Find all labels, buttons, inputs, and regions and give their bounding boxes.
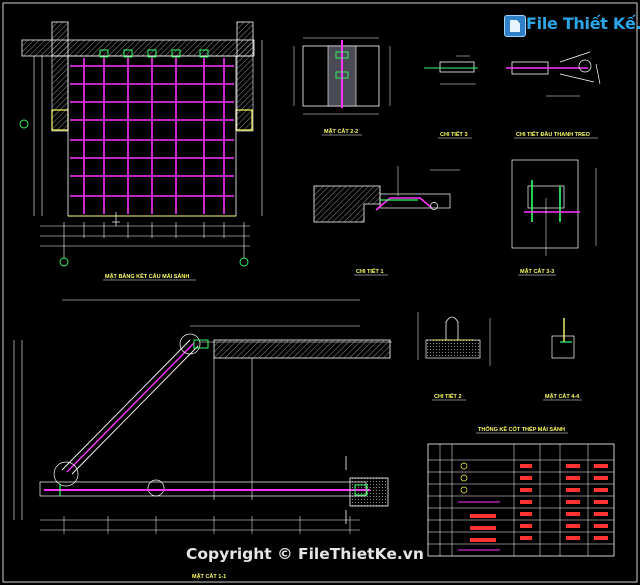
logo-text: File Thiết Kế.vn (526, 14, 640, 33)
detail-3-title: CHI TIẾT 3 (440, 131, 468, 138)
detail-2-title: CHI TIẾT 2 (434, 393, 462, 400)
detail-hanger-title: CHI TIẾT ĐẦU THANH TREO (516, 131, 591, 138)
detail-1-title: CHI TIẾT 1 (356, 268, 384, 275)
document-icon (504, 15, 526, 37)
plan-view: MẶT BẰNG KẾT CẤU MÁI SẢNH (19, 21, 263, 281)
sec-3-3-title: MẶT CẮT 3-3 (520, 267, 554, 275)
table-title: THỐNG KÊ CỐT THÉP MÁI SẢNH (478, 425, 565, 433)
section-2-2: MẶT CẮT 2-2 (293, 37, 391, 136)
section-1-1: MẶT CẮT 1-1 (13, 299, 392, 580)
rebar-schedule-table: THỐNG KÊ CỐT THÉP MÁI SẢNH (427, 425, 615, 557)
sec-2-2-title: MẶT CẮT 2-2 (324, 127, 358, 135)
section-4-4: MẶT CẮT 4-4 (543, 318, 582, 401)
site-logo: File Thiết Kế.vn (500, 12, 640, 38)
section-3-3: MẶT CẮT 3-3 (511, 159, 597, 276)
sec-4-4-title: MẶT CẮT 4-4 (545, 392, 580, 400)
plan-title: MẶT BẰNG KẾT CẤU MÁI SẢNH (105, 272, 189, 280)
copyright-watermark: Copyright © FileThietKe.vn (186, 545, 424, 563)
detail-2: CHI TIẾT 2 (417, 312, 491, 401)
sec-1-1-title: MẶT CẮT 1-1 (192, 572, 226, 580)
detail-1: CHI TIẾT 1 (313, 166, 460, 276)
detail-3: CHI TIẾT 3 (424, 55, 478, 139)
detail-hanger-head: CHI TIẾT ĐẦU THANH TREO (506, 51, 601, 139)
